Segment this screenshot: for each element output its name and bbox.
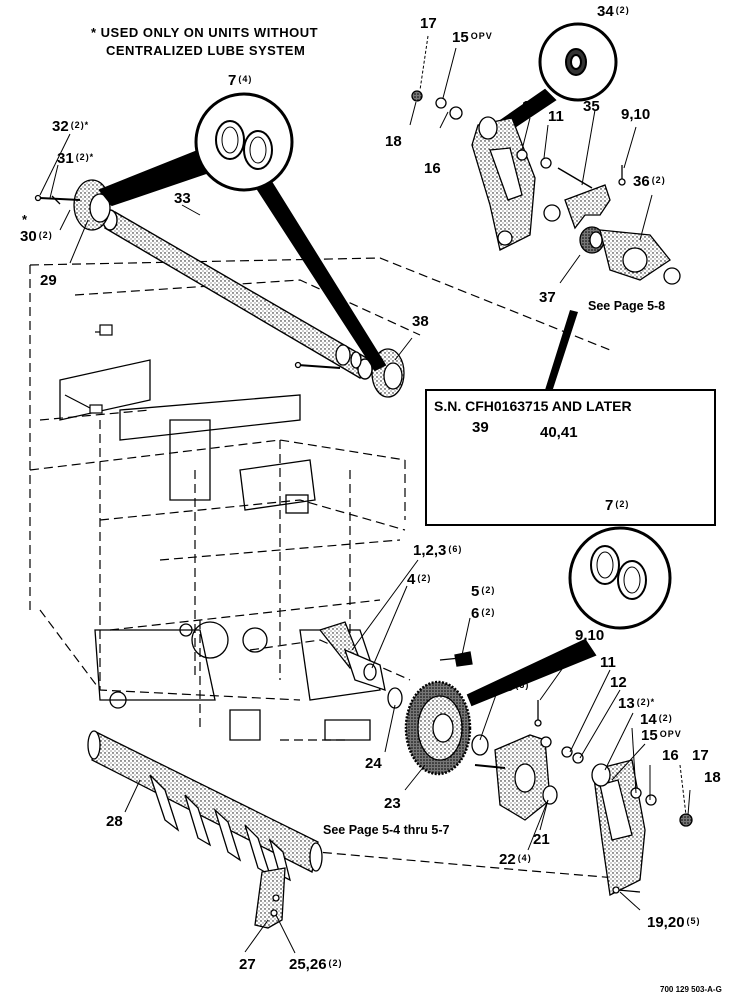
zoom-bushings-bottom: [466, 526, 672, 707]
upper-arm-assembly: [411, 90, 681, 285]
callout-12-top: 12: [522, 98, 539, 115]
callout-34: 34(2): [597, 3, 630, 20]
callout-29: 29: [40, 272, 57, 289]
callout-27: 27: [239, 956, 256, 973]
callout-36: 36(2): [633, 173, 666, 190]
callout-38: 38: [412, 313, 429, 330]
callout-11-bottom: 11: [600, 654, 616, 671]
sprocket-23: [387, 651, 489, 776]
callout-16-top: 16: [424, 160, 441, 177]
tension-rods: [318, 621, 386, 691]
callout-39: 39: [472, 419, 489, 436]
callout-17-top: 17: [420, 15, 437, 32]
inset-pointer: [545, 310, 578, 392]
callout-21: 21: [533, 831, 550, 848]
callout-16-bottom: 16: [662, 747, 679, 764]
callout-28: 28: [106, 813, 123, 830]
chassis-frame: [29, 257, 641, 881]
zoom-bushings-top: [98, 92, 387, 372]
callout-8: 8(3): [505, 678, 530, 695]
callout-25-26: 25,26(2): [289, 956, 343, 973]
callout-1-2-3: 1,2,3(6): [413, 542, 463, 559]
callout-24: 24: [365, 755, 382, 772]
callout-18-top: 18: [385, 133, 402, 150]
callout-31: 31(2)*: [57, 150, 95, 167]
frame-solid: [59, 359, 381, 741]
bracket-27: [254, 867, 286, 929]
lube-note-line-1: * USED ONLY ON UNITS WITHOUT: [91, 25, 319, 40]
callout-6: 6(2): [471, 605, 496, 622]
see-page-5-4: See Page 5-4 thru 5-7: [323, 823, 450, 837]
tine-bar-28: [87, 730, 323, 882]
serial-number-inset: [425, 389, 716, 526]
callout-22: 22(4): [499, 851, 532, 868]
shaft-33: [102, 209, 373, 380]
leader-lines: [39, 35, 691, 954]
callout-7-top: 7(4): [228, 72, 253, 89]
callout-17-bottom: 17: [692, 747, 709, 764]
callout-5: 5(2): [471, 583, 496, 600]
callout-12-bottom: 12: [610, 674, 627, 691]
inset-title: S.N. CFH0163715 AND LATER: [434, 398, 632, 414]
callout-4: 4(2): [407, 571, 432, 588]
bolt-left: [64, 324, 113, 414]
callout-19-20: 19,20(5): [647, 914, 701, 931]
lower-arm-assembly: [474, 700, 693, 896]
callout-40-41: 40,41: [540, 424, 578, 441]
see-page-5-8: See Page 5-8: [588, 299, 666, 313]
callout-33: 33: [174, 190, 191, 207]
callout-23: 23: [384, 795, 401, 812]
callout-30: 30(2): [20, 228, 53, 245]
callout-13: 13(2)*: [618, 695, 656, 712]
lube-note-line-2: CENTRALIZED LUBE SYSTEM: [106, 43, 306, 58]
callout-35: 35: [583, 98, 600, 115]
drawing-code: 700 129 503-A-G: [660, 985, 722, 994]
callout-7-bottom: 7(2): [605, 497, 630, 514]
bearing-29: [34, 179, 111, 231]
callout-9-10-top: 9,10: [621, 106, 651, 123]
callout-11-top: 11: [548, 108, 564, 125]
callout-37: 37: [539, 289, 556, 306]
callout-9-10-bottom: 9,10: [575, 627, 605, 644]
callout-30-star: *: [22, 212, 28, 227]
callout-18-bottom: 18: [704, 769, 721, 786]
callout-32: 32(2)*: [52, 118, 90, 135]
callout-14: 14(2): [640, 711, 673, 728]
